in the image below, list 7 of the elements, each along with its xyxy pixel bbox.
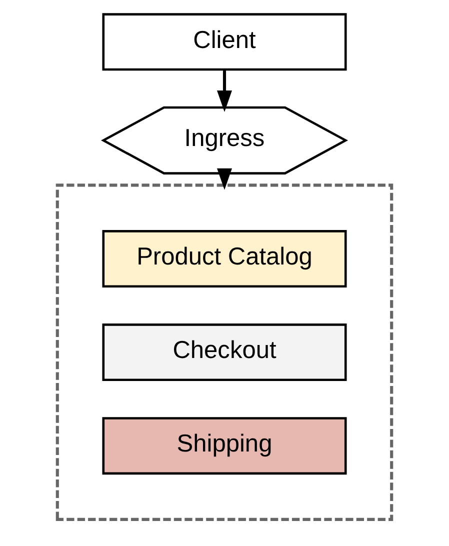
- node-box: Client: [102, 13, 347, 71]
- arrow: [216, 168, 232, 190]
- cluster: [56, 184, 394, 521]
- node-box: Checkout: [102, 324, 347, 382]
- node-box: Product Catalog: [102, 230, 347, 288]
- arrow: [216, 70, 232, 112]
- node-box: Shipping: [102, 417, 347, 475]
